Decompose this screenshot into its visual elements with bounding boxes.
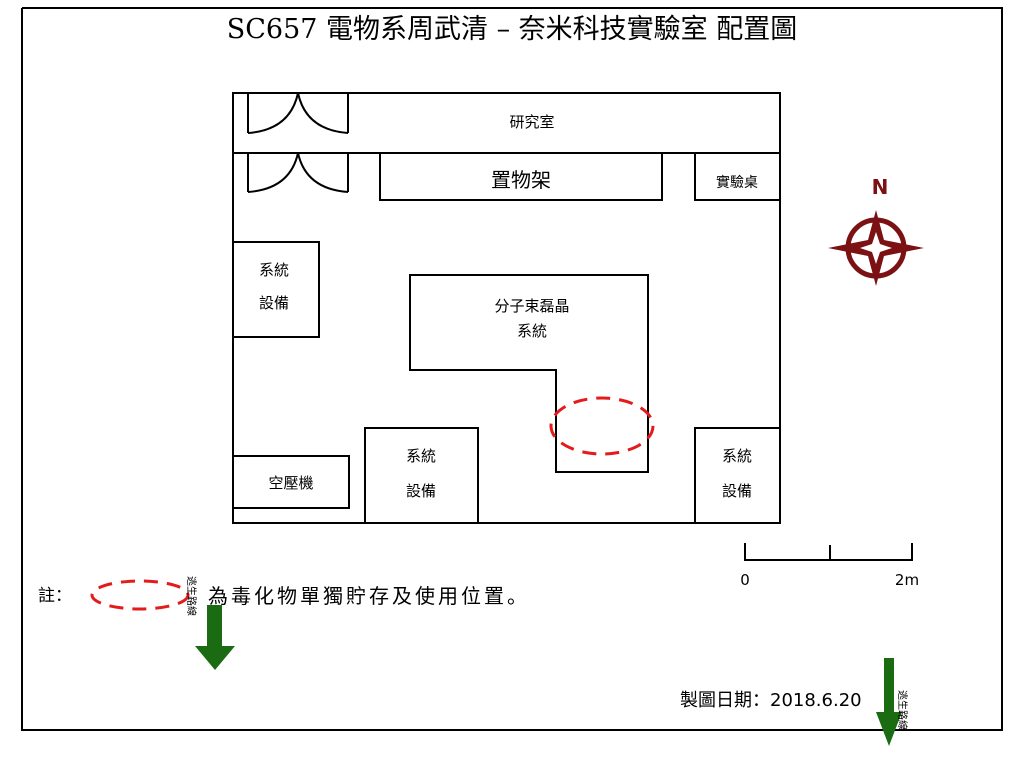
door-bottom-icon[interactable] xyxy=(247,152,349,193)
compass-icon xyxy=(828,210,924,286)
escape-route-label-right: 逃生路線 xyxy=(896,690,909,730)
system-equipment-left xyxy=(232,241,320,338)
escape-route-label-left: 逃生路線 xyxy=(185,576,198,616)
shelf xyxy=(379,152,663,201)
note-prefix: 註： xyxy=(38,586,72,606)
note-text: 為毒化物單獨貯存及使用位置。 xyxy=(208,584,530,608)
system-equipment-middle-label-2: 設備 xyxy=(406,482,436,500)
research-room-label: 研究室 xyxy=(509,113,554,131)
scale-end-label: 2m xyxy=(895,571,919,589)
date-label: 製圖日期：2018.6.20 xyxy=(680,690,862,711)
air-compressor xyxy=(232,455,350,509)
escape-arrow-icon xyxy=(876,658,902,746)
door-top-icon[interactable] xyxy=(247,92,349,134)
note-marker-icon xyxy=(90,579,190,611)
system-equipment-middle-label-1: 系統 xyxy=(406,447,436,465)
page-frame xyxy=(21,7,1003,731)
air-compressor-label: 空壓機 xyxy=(268,474,313,492)
north-label: N xyxy=(872,175,889,199)
mbe-system xyxy=(409,274,649,473)
mbe-system-label-2: 系統 xyxy=(517,322,547,340)
system-equipment-right-label-2: 設備 xyxy=(722,482,752,500)
toxic-storage-marker xyxy=(549,396,655,456)
scale-start-label: 0 xyxy=(740,571,750,589)
shelf-label: 置物架 xyxy=(491,168,551,192)
scale-bar xyxy=(744,543,913,561)
system-equipment-left-label-2: 設備 xyxy=(259,294,289,312)
page-title: SC657 電物系周武清 – 奈米科技實驗室 配置圖 xyxy=(227,14,798,45)
system-equipment-middle xyxy=(364,427,479,524)
system-equipment-right-label-1: 系統 xyxy=(722,447,752,465)
system-equipment-right xyxy=(694,427,781,524)
lab-table xyxy=(694,152,781,201)
lab-table-label: 實驗桌 xyxy=(716,174,758,191)
escape-arrow-icon xyxy=(195,605,235,670)
mbe-system-label-1: 分子束磊晶 xyxy=(494,297,569,315)
system-equipment-left-label-1: 系統 xyxy=(259,261,289,279)
